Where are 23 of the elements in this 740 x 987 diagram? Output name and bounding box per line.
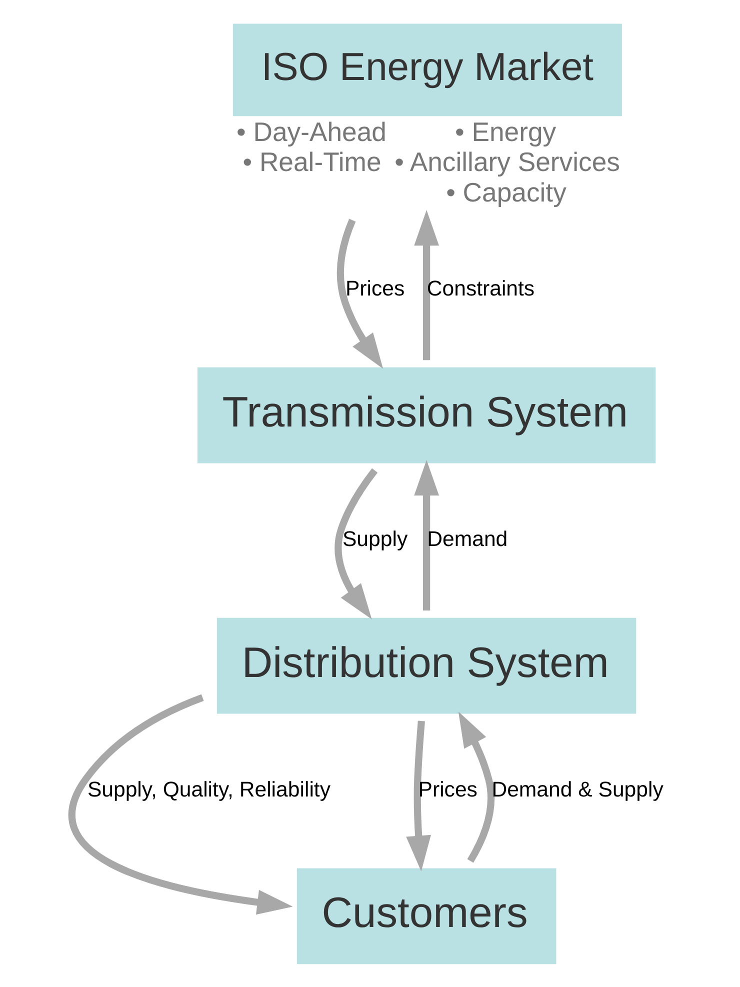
node-box: Distribution System	[216, 618, 636, 714]
edge-label: Demand	[426, 527, 508, 552]
node-box: Customers	[296, 868, 556, 964]
edge-label: Demand & Supply	[491, 778, 663, 802]
arrow	[336, 218, 383, 369]
edge-label: Supply	[342, 527, 408, 552]
arrow	[414, 210, 439, 360]
arrow	[414, 460, 439, 611]
edge-label: Prices	[418, 778, 477, 802]
edge-label: Supply, Quality, Reliability	[86, 778, 330, 802]
node-label: • Real-Time	[242, 147, 381, 178]
node-label: • Day-Ahead	[236, 116, 386, 147]
node-label: • Ancillary Services	[394, 147, 620, 178]
node-box: ISO Energy Market	[232, 24, 622, 116]
arrow	[68, 694, 292, 915]
arrow	[458, 712, 494, 863]
edge-label: Constraints	[426, 276, 534, 301]
node-label: • Capacity	[446, 177, 566, 208]
arrow	[334, 468, 378, 620]
edge-label: Prices	[344, 276, 404, 301]
node-box: Transmission System	[196, 367, 656, 464]
node-label: • Energy	[454, 116, 556, 147]
arrow	[406, 720, 430, 872]
